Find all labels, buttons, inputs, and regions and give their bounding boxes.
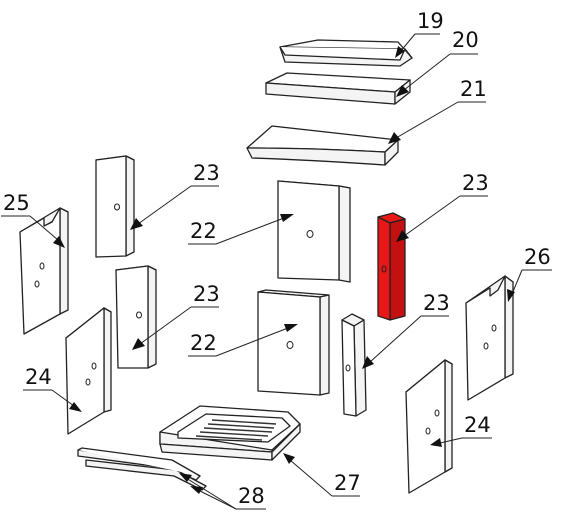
arrowhead bbox=[396, 85, 409, 97]
callout-20: 20 bbox=[396, 28, 479, 97]
callout-22-upper: 22 bbox=[188, 214, 294, 245]
part-24-side-plate-left bbox=[65, 307, 112, 435]
arrowhead bbox=[190, 486, 203, 494]
callout-22-lower: 22 bbox=[188, 324, 298, 357]
bolt-hole bbox=[286, 341, 294, 349]
callout-23-upper-left: 23 bbox=[130, 161, 220, 230]
callout-label: 25 bbox=[3, 191, 30, 215]
grate-slots bbox=[195, 419, 277, 441]
bolt-hole bbox=[381, 265, 387, 273]
arrowhead bbox=[388, 132, 401, 144]
part-23-side-brick-lower-left bbox=[115, 265, 157, 369]
callout-28: 28 bbox=[179, 473, 266, 510]
callout-27: 27 bbox=[283, 453, 361, 497]
callout-label: 19 bbox=[417, 9, 444, 33]
callout-label: 21 bbox=[460, 77, 487, 101]
part-23-highlighted bbox=[377, 212, 406, 321]
callout-label: 27 bbox=[334, 471, 361, 495]
arrowhead bbox=[395, 46, 405, 58]
bolt-hole bbox=[434, 409, 440, 417]
arrowhead bbox=[284, 324, 298, 332]
part-20-slab bbox=[265, 72, 411, 105]
part-22-rear-plate-upper bbox=[277, 180, 351, 283]
arrowhead bbox=[507, 289, 515, 302]
arrowhead bbox=[179, 473, 192, 482]
callout-25: 25 bbox=[1, 191, 65, 248]
callout-23-center: 23 bbox=[362, 291, 450, 369]
part-23-side-brick-center bbox=[341, 313, 367, 417]
part-21-baffle bbox=[246, 125, 399, 166]
callout-label: 20 bbox=[452, 28, 479, 52]
part-22-rear-plate-lower bbox=[257, 289, 330, 396]
arrowhead bbox=[69, 402, 82, 412]
part-27-grate-tray bbox=[159, 405, 301, 461]
callout-label: 23 bbox=[423, 291, 450, 315]
bolt-hole bbox=[425, 427, 431, 435]
bolt-hole bbox=[114, 203, 120, 211]
arrowhead bbox=[362, 356, 374, 369]
callout-label: 28 bbox=[238, 484, 265, 508]
part-28-rails bbox=[77, 447, 207, 491]
part-26-right-side-plate bbox=[465, 275, 514, 401]
callout-label: 23 bbox=[462, 171, 489, 195]
callout-label: 22 bbox=[190, 219, 217, 243]
arrowhead bbox=[396, 230, 409, 242]
arrowhead bbox=[283, 453, 295, 464]
arrowhead bbox=[280, 214, 294, 222]
bolt-hole bbox=[491, 324, 497, 332]
callout-label: 24 bbox=[25, 365, 52, 389]
bolt-hole bbox=[483, 342, 489, 350]
part-19-top-cover bbox=[279, 39, 413, 67]
callout-19: 19 bbox=[395, 9, 444, 58]
callout-label: 24 bbox=[464, 413, 491, 437]
callout-label: 22 bbox=[190, 331, 217, 355]
callout-21: 21 bbox=[388, 77, 487, 144]
part-25-left-side-plate bbox=[19, 207, 69, 335]
arrowhead bbox=[132, 338, 145, 350]
bolt-hole bbox=[345, 364, 351, 372]
arrowhead bbox=[53, 236, 65, 248]
callout-26: 26 bbox=[507, 245, 552, 302]
bolt-hole bbox=[34, 280, 40, 288]
bolt-hole bbox=[306, 230, 314, 238]
callout-label: 23 bbox=[193, 282, 220, 306]
arrowhead bbox=[130, 218, 143, 230]
arrowhead bbox=[430, 438, 442, 447]
bolt-hole bbox=[136, 311, 142, 319]
callout-label: 23 bbox=[193, 161, 220, 185]
callout-label: 26 bbox=[524, 245, 551, 269]
part-24-side-plate-right bbox=[405, 359, 453, 494]
callout-23-highlighted: 23 bbox=[396, 171, 489, 242]
bolt-hole bbox=[85, 378, 91, 386]
bolt-hole bbox=[39, 262, 45, 270]
part-23-side-brick-upper-left bbox=[95, 155, 135, 258]
callout-23-lower-left: 23 bbox=[132, 282, 220, 350]
callout-24-right: 24 bbox=[430, 413, 492, 447]
callout-24-left: 24 bbox=[23, 365, 82, 412]
bolt-hole bbox=[91, 362, 97, 370]
